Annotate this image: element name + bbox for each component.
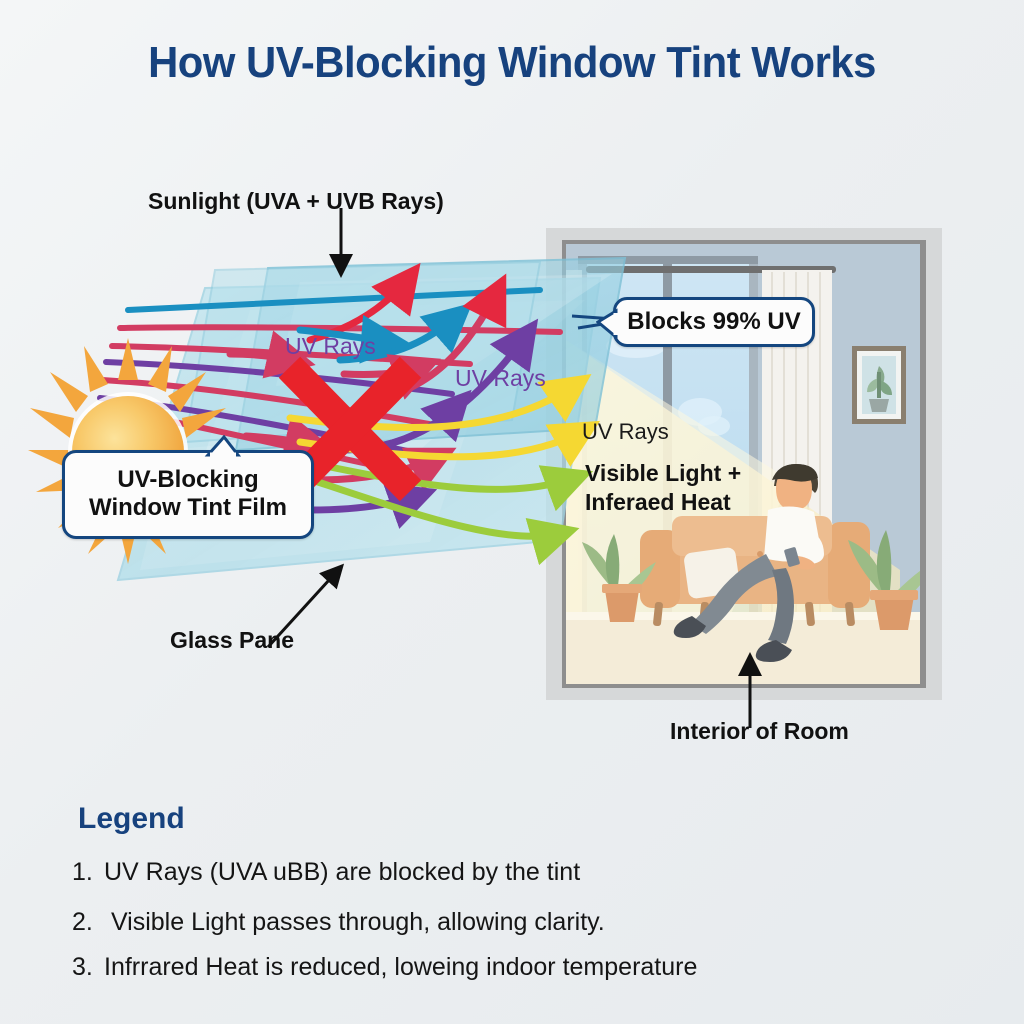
visible-light-heat-label: Visible Light + Inferaed Heat [585,459,741,518]
blocked-x-mark [278,356,422,502]
legend-item-2-text: Visible Light passes through, allowing c… [104,908,605,936]
legend-item-3: 3. Infrrared Heat is reduced, loweing ind… [72,953,697,982]
film-callout-line2: Window Tint Film [89,494,287,522]
uv-rays-room-label: UV Rays [582,419,669,444]
legend-heading: Legend [78,802,185,835]
wall-picture [852,346,906,424]
legend-item-2: 2. Visible Light passes through, allowin… [72,908,605,937]
legend-item-2-number: 2. [72,908,93,936]
film-callout[interactable]: UV-Blocking Window Tint Film [62,435,314,539]
legend-item-3-text: Infrrared Heat is reduced, loweing indoo… [104,953,698,981]
interior-of-room-label: Interior of Room [670,718,849,744]
sunlight-label: Sunlight (UVA + UVB Rays) [148,188,444,214]
blocks-uv-callout[interactable]: Blocks 99% UV [596,297,815,348]
visible-light-line2: Inferaed Heat [585,489,731,516]
plant-right [848,530,920,630]
legend-item-1-number: 1. [72,858,93,886]
legend-item-3-number: 3. [72,953,93,981]
uv-rays-label-1: UV Rays [285,333,376,359]
blocks-uv-text: Blocks 99% UV [627,308,801,335]
blocks-uv-callout-tail [596,308,618,341]
person-illustration [673,464,824,662]
page-title: How UV-Blocking Window Tint Works [148,38,876,87]
plant-left [582,534,656,622]
uv-rays-label-2: UV Rays [455,365,546,391]
film-callout-line1: UV-Blocking [117,466,259,493]
legend-item-1: 1. UV Rays (UVA uBB) are blocked by the t… [72,858,580,887]
glass-pane-label: Glass Pane [170,627,295,653]
legend-item-1-text: UV Rays (UVA uBB) are blocked by the tin… [104,858,581,886]
reflected-rays [226,262,539,529]
visible-light-line1: Visible Light + [585,460,742,486]
film-callout-tail [204,435,242,457]
